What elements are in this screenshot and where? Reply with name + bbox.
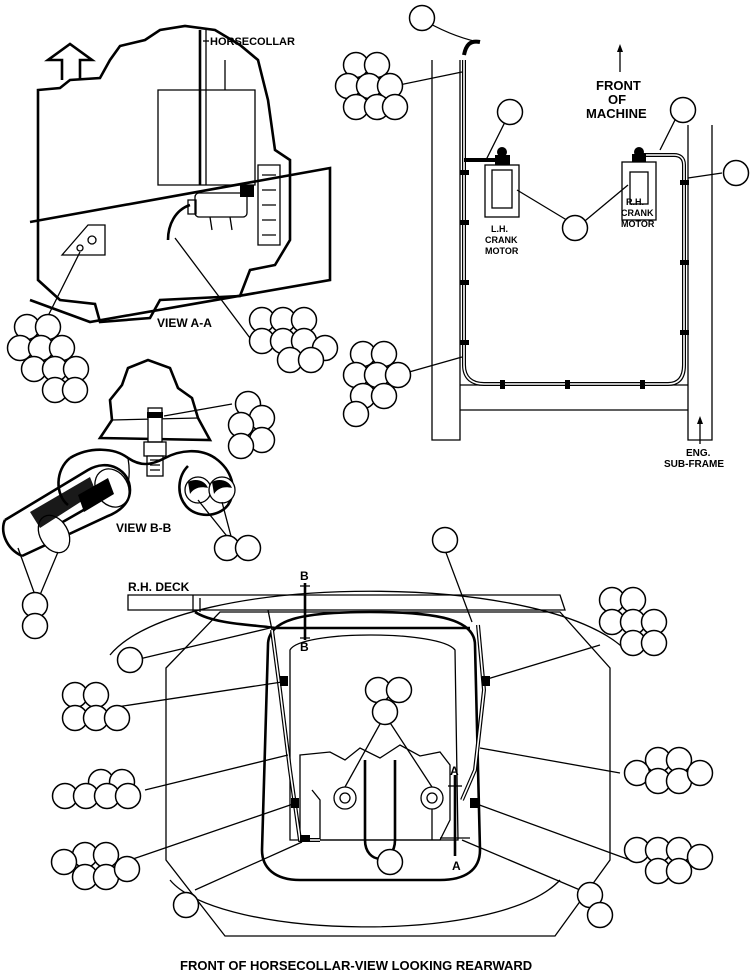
label-section-a-top: A [450,764,459,778]
callout-bubble [116,646,144,674]
callout-bubble [385,676,413,704]
callout-bubble [227,432,255,460]
label-rh-crank-1: R.H. [626,197,644,207]
label-of: OF [608,92,626,107]
plan-view-drawing [431,39,713,444]
caption: FRONT OF HORSECOLLAR-VIEW LOOKING REARWA… [180,958,532,973]
callout-bubble [113,855,141,883]
callout-bubble [431,526,459,554]
label-rh-crank-2: CRANK [621,208,654,218]
callout-bubble [640,629,668,657]
label-rh-deck: R.H. DECK [128,580,190,594]
callout-bubble [103,704,131,732]
callout-bubble [408,4,436,32]
callout-bubble [370,382,398,410]
label-lh-crank-2: CRANK [485,235,518,245]
callout-bubble [61,376,89,404]
callout-bubble [297,346,325,374]
label-view-aa: VIEW A-A [157,316,212,330]
callout-bubble [371,698,399,726]
callout-bubble [496,98,524,126]
callout-bubble [82,681,110,709]
callout-bubble [234,534,262,562]
horsecollar-front-drawing [109,583,631,937]
callout-bubble [342,400,370,428]
callout-bubble [114,782,142,810]
callout-bubble [21,612,49,640]
callout-bubble [384,361,412,389]
label-horsecollar: HORSECOLLAR [210,36,295,48]
label-front: FRONT [596,78,641,93]
label-sub-frame: SUB-FRAME [664,459,724,470]
label-rh-crank-3: MOTOR [621,219,655,229]
callout-bubble [669,96,697,124]
label-eng: ENG. [686,448,711,459]
view-aa-drawing [29,24,332,324]
callout-bubble [50,848,78,876]
label-section-b-top: B [300,569,309,583]
label-view-bb: VIEW B-B [116,521,172,535]
label-machine: MACHINE [586,106,647,121]
view-bb-drawing [1,358,236,558]
callout-bubble [561,214,589,242]
callout-bubble [686,759,714,787]
callout-bubble [586,901,614,929]
callout-bubble [686,843,714,871]
label-section-a-bottom: A [452,859,461,873]
label-section-b-bottom: B [300,640,309,654]
label-lh-crank-1: L.H. [491,224,508,234]
label-lh-crank-3: MOTOR [485,246,519,256]
callout-bubble [172,891,200,919]
callout-bubble [722,159,750,187]
callout-bubble [665,857,693,885]
callout-bubble [381,93,409,121]
callout-bubble [376,848,404,876]
